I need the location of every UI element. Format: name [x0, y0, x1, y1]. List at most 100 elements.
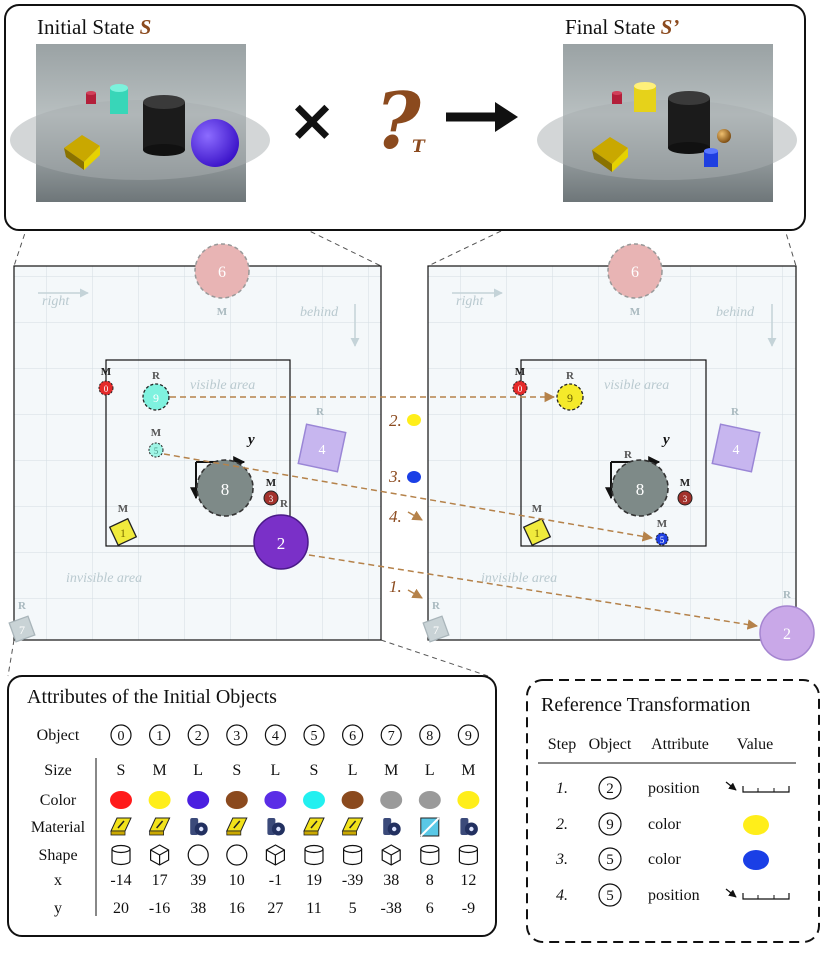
- initial-state-text: Initial State: [37, 15, 140, 39]
- object-id: 5: [606, 852, 614, 868]
- object-id: 7: [388, 729, 395, 744]
- material-tag: R: [280, 498, 289, 510]
- material-tag: R: [152, 370, 161, 382]
- object-id: 6: [631, 264, 639, 281]
- y-value: 38: [190, 900, 206, 917]
- object-id: 5: [660, 535, 665, 545]
- color-swatch: [264, 791, 287, 809]
- metal-icon-base: [303, 830, 319, 836]
- attribute-column: 6L-395: [341, 724, 364, 917]
- color-swatch: [303, 791, 325, 809]
- step-2-color-swatch: [407, 414, 421, 426]
- object-id: 5: [154, 446, 159, 456]
- visible-area-box: [520, 359, 707, 547]
- object-id: 2: [195, 729, 202, 744]
- material-tag: R: [783, 589, 792, 601]
- material-tag: M: [630, 306, 641, 318]
- rubber-icon-hub: [469, 826, 474, 832]
- initial-object-7: 7 R: [8, 600, 36, 643]
- final-state-text: Final State: [565, 15, 661, 39]
- size-value: L: [425, 762, 435, 779]
- material-tag: R: [624, 449, 633, 461]
- step-3-label: 3.: [388, 467, 402, 486]
- axis-y-label: y: [246, 432, 255, 448]
- object-id: 9: [606, 817, 614, 833]
- axis-y-label: y: [661, 432, 670, 448]
- material-tag: R: [566, 370, 575, 382]
- rubber-icon-hub: [199, 826, 204, 832]
- x-value: 8: [426, 872, 434, 889]
- size-value: L: [271, 762, 281, 779]
- sphere-icon: [187, 844, 209, 866]
- y-value: 6: [426, 900, 434, 917]
- initial-object-0: 0 M: [98, 366, 114, 396]
- object-id-badge: [149, 724, 171, 746]
- step-4-label: 4.: [389, 507, 402, 526]
- metal-icon-stroke: [156, 820, 164, 829]
- value-color-swatch: [743, 815, 769, 835]
- direction-arrow-icon: [725, 888, 737, 898]
- step-3-color-swatch: [407, 471, 421, 483]
- size-value: S: [232, 762, 241, 779]
- color-swatch: [187, 791, 210, 809]
- x-value: 39: [190, 872, 206, 889]
- initial-grid-direction-hints: [38, 288, 360, 347]
- question-subscript: T: [412, 137, 426, 157]
- object-id-badge: [110, 724, 132, 746]
- y-value: 27: [267, 900, 283, 917]
- y-value: 16: [229, 900, 245, 917]
- object-id: 9: [153, 391, 159, 405]
- rubber-icon-hub: [392, 826, 397, 832]
- right-direction-label: right: [42, 294, 70, 309]
- metal-icon-base: [226, 830, 242, 836]
- visible-area-box: [105, 359, 291, 547]
- final-object-9: 9 R: [556, 370, 584, 411]
- metal-icon-base: [110, 830, 126, 836]
- y-value: 5: [349, 900, 357, 917]
- step-1-label: 1.: [389, 577, 402, 596]
- behind-direction-label: behind: [716, 305, 755, 320]
- object-id: 1: [534, 526, 540, 540]
- object-id-badge: [419, 724, 441, 746]
- step-2-label: 2.: [389, 411, 402, 430]
- material-tag: M: [266, 477, 277, 489]
- sphere-icon: [226, 844, 248, 866]
- metal-icon-stroke: [349, 820, 357, 829]
- object-id-badge: [187, 724, 209, 746]
- step-number: 2.: [556, 816, 568, 833]
- object-id: 8: [426, 729, 433, 744]
- final-state-label: Final State S’: [565, 15, 679, 40]
- object-id: 7: [433, 623, 439, 637]
- y-value: -38: [381, 900, 402, 917]
- object-id: 3: [233, 729, 240, 744]
- object-id: 5: [606, 888, 614, 904]
- initial-scene-image: [10, 44, 270, 202]
- transformation-arrows: [163, 391, 759, 630]
- color-swatch: [110, 791, 132, 809]
- cylinder-icon-top: [111, 844, 131, 854]
- metal-icon-base: [342, 830, 358, 836]
- object-id: 1: [120, 526, 126, 540]
- object-id: 7: [19, 623, 25, 637]
- y-value: 11: [306, 900, 321, 917]
- cylinder-icon-top: [420, 844, 440, 854]
- step-number: 1.: [556, 780, 568, 797]
- reference-panel: [526, 679, 820, 943]
- object-id-badge: [380, 724, 402, 746]
- x-value: -14: [110, 872, 131, 889]
- material-tag: R: [432, 600, 441, 612]
- size-value: S: [117, 762, 126, 779]
- material-tag: M: [217, 306, 228, 318]
- object-id: 6: [218, 264, 226, 281]
- metal-icon-stroke: [233, 820, 241, 829]
- distance-ruler-icon: [742, 893, 790, 900]
- final-scene-image: [537, 44, 797, 202]
- color-swatch: [341, 791, 364, 809]
- object-id-badge: [264, 724, 286, 746]
- row-label-color: Color: [40, 792, 77, 809]
